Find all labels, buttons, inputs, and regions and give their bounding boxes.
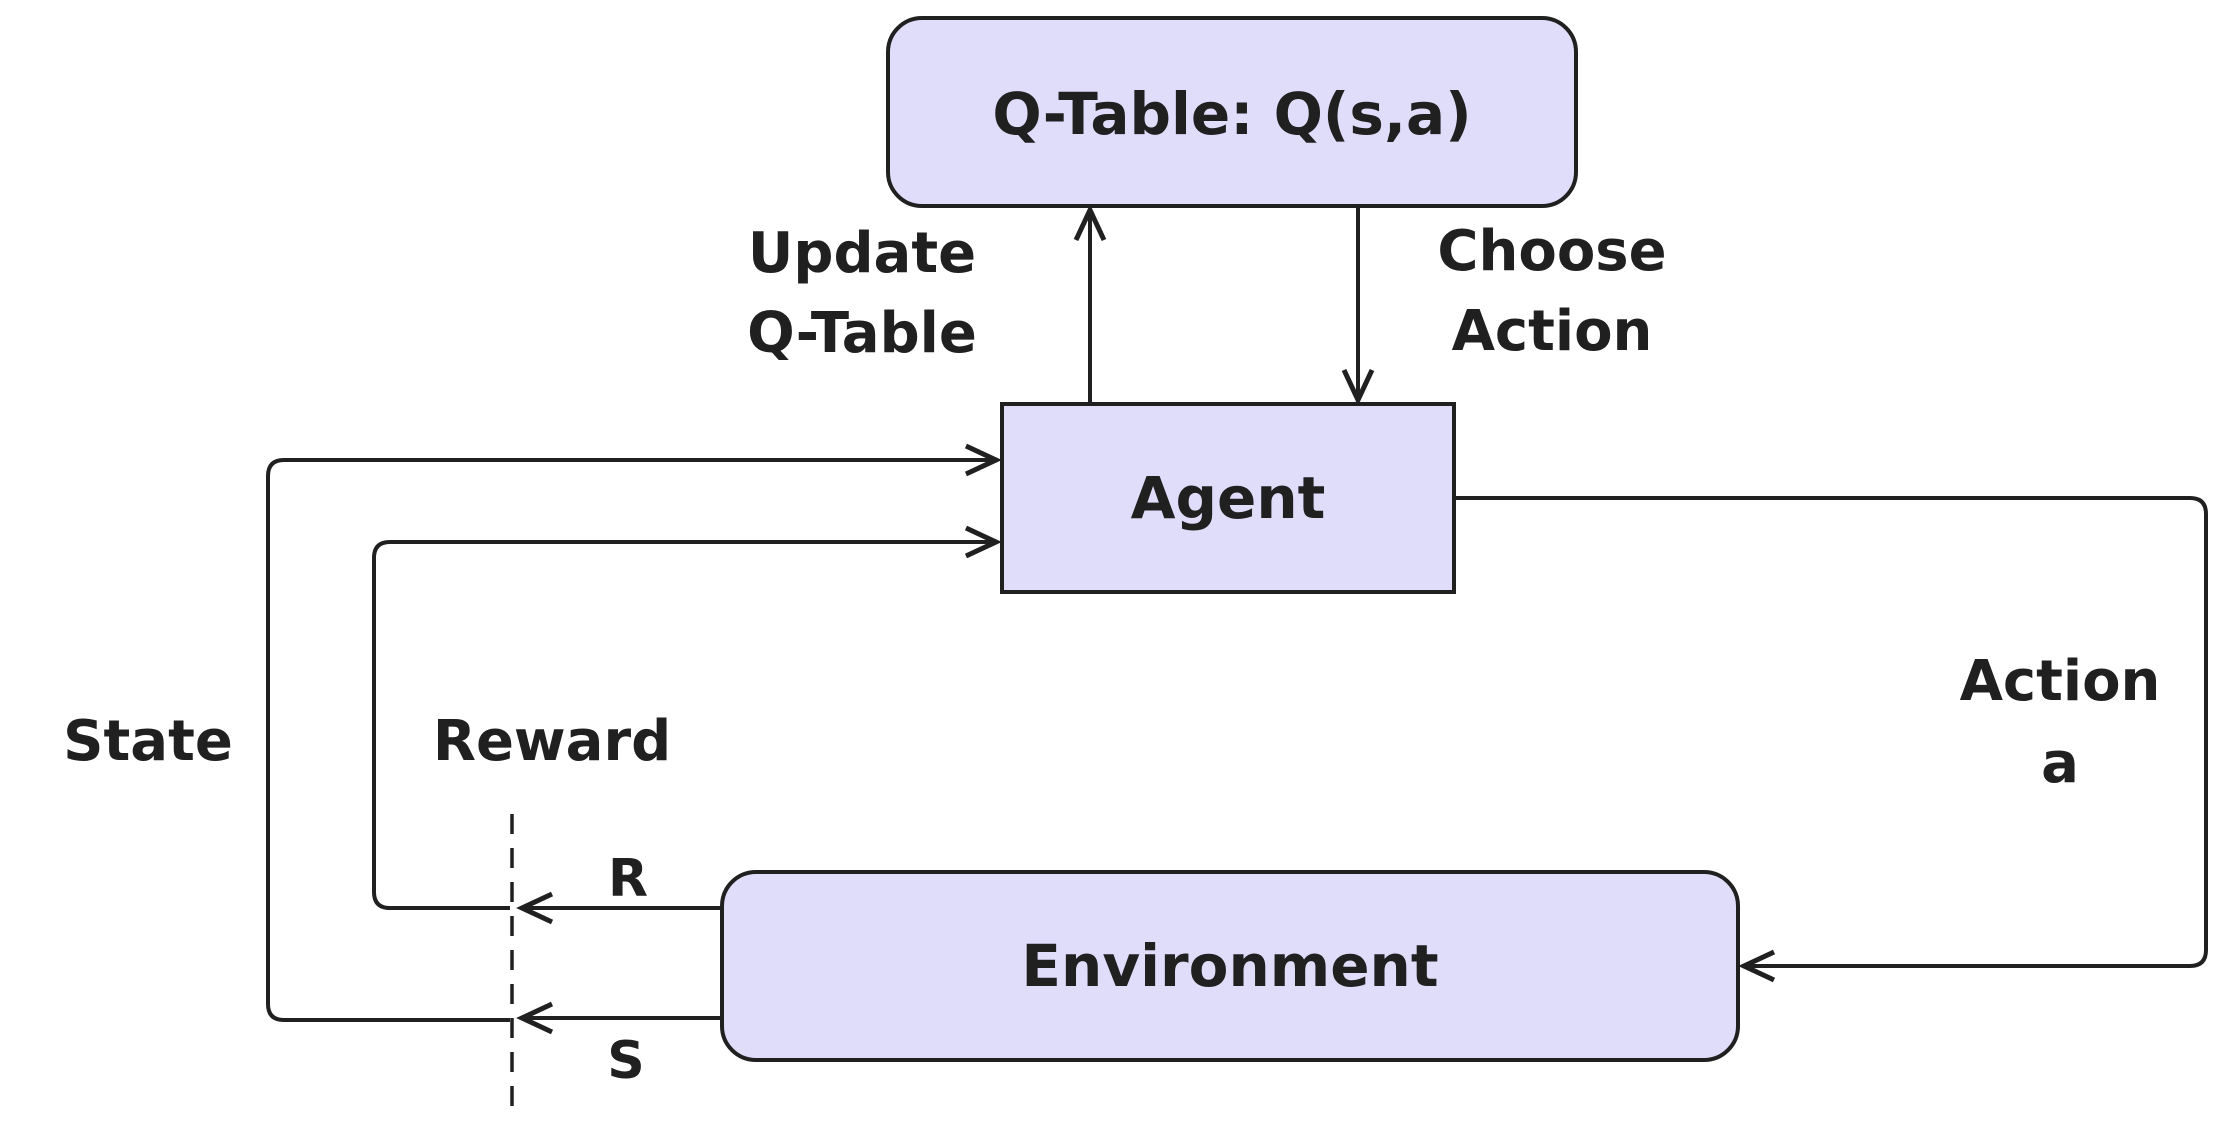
qtable-node: Q-Table: Q(s,a) <box>886 16 1578 208</box>
reward-label: Reward <box>433 709 671 774</box>
environment-node: Environment <box>720 870 1740 1062</box>
environment-label: Environment <box>1021 932 1438 1000</box>
environment-box <box>720 870 1740 1062</box>
state-label: State <box>63 709 233 774</box>
choose-label-line1: Choose <box>1437 219 1666 284</box>
agent-node: Agent <box>1000 402 1456 594</box>
r-label: R <box>608 849 648 909</box>
choose-label-line2: Action <box>1452 299 1653 364</box>
s-label: S <box>607 1031 644 1091</box>
qtable-label: Q-Table: Q(s,a) <box>992 80 1471 148</box>
reward-arrow <box>372 525 1002 910</box>
action-label-line2: a <box>2041 731 2079 796</box>
action-label-line1: Action <box>1960 649 2161 714</box>
agent-box <box>1000 402 1456 594</box>
update-label-line2: Q-Table <box>747 301 977 366</box>
action-arrow <box>1454 496 2208 983</box>
qtable-box <box>886 16 1578 208</box>
update-label-line1: Update <box>748 221 976 286</box>
state-arrow <box>266 443 1002 1022</box>
agent-label: Agent <box>1131 464 1326 532</box>
